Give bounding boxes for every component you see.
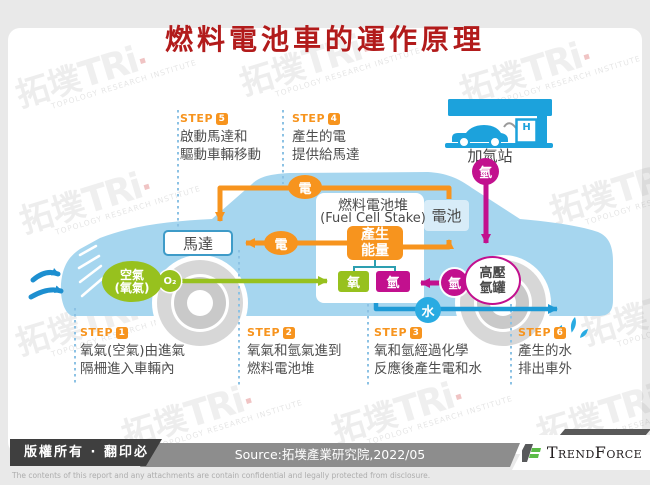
step-number: 1 [116, 326, 129, 339]
page-title: 燃料電池車的運作原理 [164, 23, 485, 56]
grille-icon [77, 244, 105, 298]
oxygen-box: 氧 [338, 271, 369, 292]
step-separators [74, 110, 512, 386]
pump-h-label: H [522, 122, 531, 133]
hydrogen-badge-station: 氫 [472, 158, 499, 185]
disclaimer-text: The contents of this report and any atta… [12, 471, 431, 480]
fuel-cell-title: 燃料電池堆 [338, 198, 408, 214]
trendforce-mark-icon [521, 443, 541, 462]
battery-box: 電池 [424, 200, 469, 231]
energy-box: 產生 能量 [347, 226, 403, 260]
trendforce-logo: TrendForce [512, 435, 650, 470]
logo-accent-stripe [559, 429, 650, 436]
o2-badge: O₂ [159, 270, 181, 292]
hydrogen-station-icon [445, 99, 553, 148]
copyright-badge: 版權所有 · 翻印必究 [10, 439, 162, 466]
high-pressure-tank: 高壓 氫罐 [464, 256, 521, 305]
hydrogen-badge-tank: 氫 [441, 269, 468, 296]
step-number: 3 [410, 326, 423, 339]
energy-connectors [353, 259, 396, 271]
electricity-badge-top: 電 [288, 175, 322, 199]
step-number: 4 [328, 112, 341, 125]
fuel-cell-subtitle: (Fuel Cell Stake) [320, 211, 426, 226]
brand-name: TrendForce [546, 443, 643, 462]
water-badge: 水 [415, 297, 441, 323]
source-bar: Source:拓墣產業研究院,2022/05 [140, 443, 520, 467]
step-number: 6 [554, 326, 567, 339]
air-intake-arrows-icon [28, 268, 64, 300]
electricity-badge-motor: 電 [264, 231, 298, 255]
step-number: 5 [216, 112, 229, 125]
step-number: 2 [283, 326, 296, 339]
hydrogen-box: 氫 [376, 271, 410, 292]
air-ellipse: 空氣 (氧氣) [102, 261, 162, 302]
motor-box: 馬達 [163, 230, 233, 256]
